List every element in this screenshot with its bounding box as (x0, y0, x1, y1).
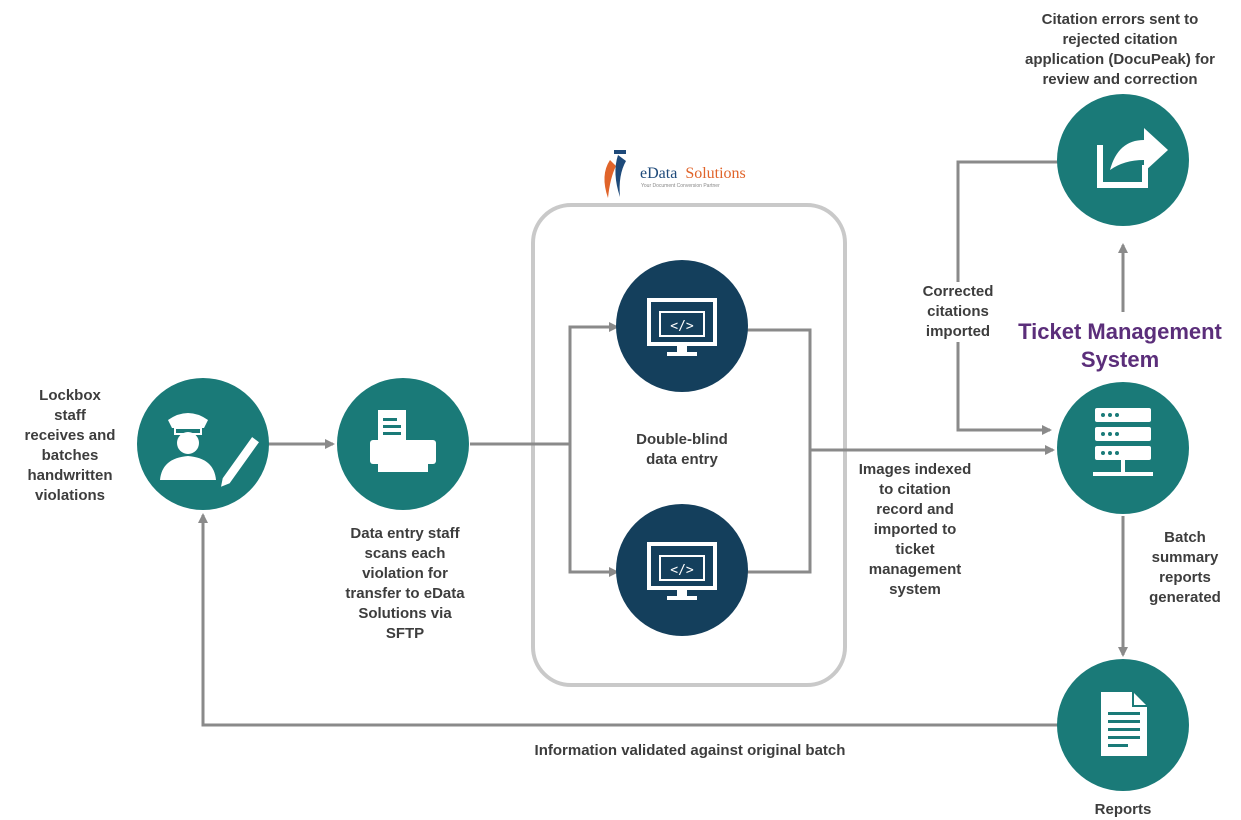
lockbox-node (137, 378, 269, 510)
edata-logo: eData Solutions Your Document Conversion… (604, 150, 746, 198)
svg-text:eData Solutions: eData Solutions (640, 165, 746, 182)
monitor-node-bottom: </> (616, 504, 748, 636)
svg-text:</>: </> (670, 563, 694, 578)
logo-name-part1: eData (640, 165, 677, 182)
tms-node (1057, 382, 1189, 514)
share-arrow-icon (1097, 128, 1168, 188)
line-top-monitor-out (745, 328, 812, 450)
scan-label: Data entry staff scans each violation fo… (345, 525, 465, 642)
scan-node (337, 378, 469, 510)
reports-node (1057, 659, 1189, 791)
logo-tagline: Your Document Conversion Partner (641, 183, 720, 189)
connectors (198, 160, 1128, 727)
logo-swoosh-icon (604, 160, 616, 198)
officer-with-pen-icon (160, 413, 262, 490)
validated-label: Information validated against original b… (534, 742, 846, 759)
monitor-node-top: </> (616, 260, 748, 392)
arrow-reports-to-lockbox (198, 513, 1058, 727)
scanner-document-icon (370, 410, 436, 472)
rejected-label: Citation errors sent to rejected citatio… (1024, 11, 1216, 88)
monitor-code-icon: </> (647, 542, 717, 600)
logo-name-part2: Solutions (685, 165, 745, 182)
line-bottom-monitor-out (745, 450, 812, 574)
arrow-split-to-top-monitor (568, 322, 619, 444)
batch-summary-label: Batch summary reports generated (1149, 529, 1221, 606)
svg-text:</>: </> (670, 319, 694, 334)
arrow-split-to-bottom-monitor (568, 444, 619, 577)
report-document-icon (1101, 692, 1147, 756)
lockbox-label: Lockbox staff receives and batches handw… (24, 387, 116, 504)
tms-title: Ticket Management System (1018, 319, 1222, 372)
monitor-code-icon: </> (647, 298, 717, 356)
server-stack-icon (1093, 408, 1153, 476)
reports-label: Reports (1094, 801, 1152, 818)
images-indexed-label: Images indexed to citation record and im… (858, 461, 972, 598)
rejected-node (1057, 94, 1189, 226)
double-blind-label: Double-blind data entry (636, 431, 728, 468)
corrected-label: Corrected citations imported (898, 282, 1018, 342)
